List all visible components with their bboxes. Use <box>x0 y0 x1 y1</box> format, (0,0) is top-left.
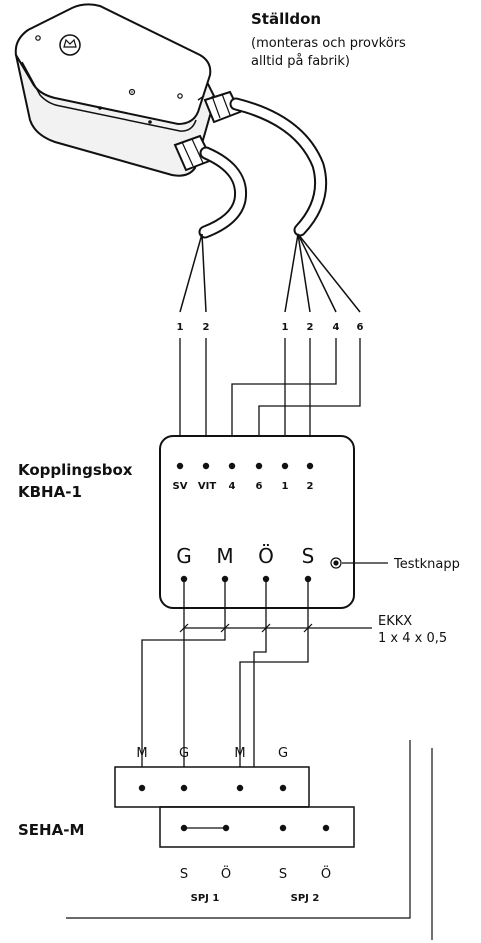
wire-number-right-6: 6 <box>357 322 364 333</box>
seha-lower-strip <box>159 806 355 848</box>
seha-label-g1: G <box>179 746 189 761</box>
seha-label-g2: G <box>278 746 288 761</box>
actuator-note-line1: (monteras och provkörs <box>251 36 406 51</box>
terminal-m: M <box>216 544 233 568</box>
terminal-g: G <box>176 544 192 568</box>
cable-right <box>229 97 328 237</box>
actuator-title: Ställdon <box>251 10 321 28</box>
cable-spec: 1 x 4 x 0,5 <box>378 631 447 646</box>
cable-type: EKKX <box>378 614 412 629</box>
bottom-terminal-dots <box>180 575 312 583</box>
terminal-sv: SV <box>173 481 188 492</box>
seha-label-o2: Ö <box>321 865 331 882</box>
terminal-o: Ö <box>258 544 274 568</box>
spj1-label: SPJ 1 <box>191 893 220 904</box>
wire-number-left-1: 1 <box>177 322 184 333</box>
wire-number-right-1: 1 <box>282 322 289 333</box>
actuator-note-line2: alltid på fabrik) <box>251 54 350 69</box>
spj2-label: SPJ 2 <box>291 893 320 904</box>
seha-label-m1: M <box>136 746 147 761</box>
fanout-right-wires <box>284 233 361 313</box>
actuator-drawing <box>14 3 217 177</box>
terminal-4: 4 <box>229 481 236 492</box>
seha-label-s1: S <box>180 867 188 882</box>
wire-number-right-4: 4 <box>333 322 340 333</box>
terminal-s: S <box>302 544 315 568</box>
cable-gland-right <box>203 90 242 124</box>
seha-upper-dots <box>138 784 287 792</box>
terminal-2: 2 <box>307 481 314 492</box>
terminal-1: 1 <box>282 481 289 492</box>
box-model: KBHA-1 <box>18 483 82 501</box>
terminal-6: 6 <box>256 481 263 492</box>
junction-box <box>159 435 355 609</box>
wire-number-right-2: 2 <box>307 322 314 333</box>
terminal-vit: VIT <box>198 481 216 492</box>
test-button-icon[interactable] <box>330 557 342 569</box>
actuator-label: Ställdon (monteras och provkörs alltid p… <box>251 10 406 69</box>
test-button-label: Testknapp <box>393 557 460 572</box>
seha-title: SEHA-M <box>18 821 84 839</box>
seha-label-o1: Ö <box>221 865 231 882</box>
enclosure-boundary <box>66 740 411 919</box>
wire-number-left-2: 2 <box>203 322 210 333</box>
seha-label-s2: S <box>279 867 287 882</box>
fanout-left-wires <box>179 233 207 313</box>
top-terminal-dots <box>176 462 314 470</box>
seha-upper-strip <box>114 766 310 808</box>
cable-left <box>198 146 248 239</box>
seha-label-m2: M <box>234 746 245 761</box>
box-title: Kopplingsbox <box>18 461 133 479</box>
